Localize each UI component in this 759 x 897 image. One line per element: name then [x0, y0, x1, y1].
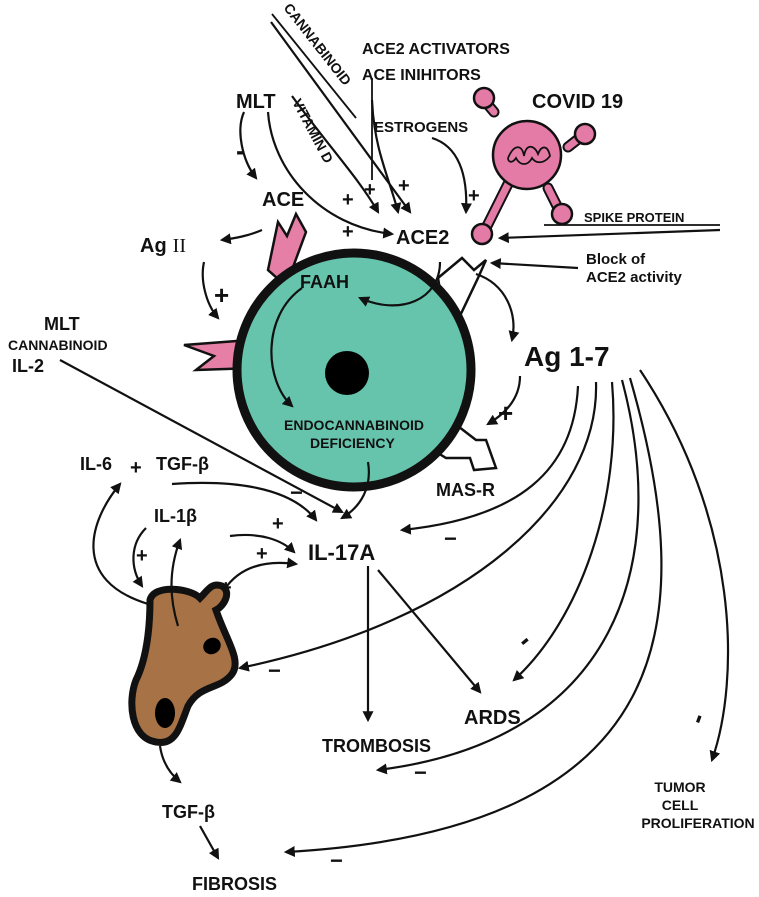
- sign-plus-estrogens: +: [468, 185, 480, 207]
- il17a-to-ards: [378, 570, 480, 692]
- estrogens-to-ace2: [432, 138, 466, 212]
- label-tgfb-top: TGF-β: [156, 454, 209, 474]
- ace-to-ag2: [222, 230, 262, 240]
- block-to-ace2: [492, 263, 578, 268]
- ag17-to-tumor: [640, 370, 728, 760]
- label-il6: IL-6: [80, 454, 112, 474]
- label-mlt-top: MLT: [236, 91, 276, 113]
- sign-plus-activators: +: [364, 179, 376, 201]
- label-ace2: ACE2: [396, 227, 449, 249]
- sign-minus-mlt-ace: -: [236, 135, 245, 166]
- label-cell: CELL: [662, 797, 699, 813]
- sign-plus-il1b-a: +: [272, 513, 284, 535]
- label-deficiency: DEFICIENCY: [310, 435, 395, 451]
- label-il1b: IL-1β: [154, 506, 197, 526]
- tgfb-to-fibrosis: [200, 826, 218, 858]
- macrophage-to-tgfb: [160, 746, 180, 782]
- sign-minus-tumor: -: [681, 709, 713, 728]
- sign-minus-il2: −: [290, 480, 303, 505]
- label-ards: ARDS: [464, 707, 521, 729]
- sign-minus-fibrosis: −: [330, 848, 343, 873]
- label-spike-protein: SPIKE PROTEIN: [584, 210, 684, 225]
- label-fibrosis: FIBROSIS: [192, 874, 277, 894]
- sign-plus-cannabinoid: +: [398, 175, 410, 197]
- label-ace2-activators: ACE2 ACTIVATORS: [362, 41, 510, 58]
- label-cannabinoid-left: CANNABINOID: [8, 337, 108, 353]
- cell-nucleus: [325, 351, 369, 395]
- sign-minus-ag17-il17a: −: [444, 526, 457, 551]
- sign-plus-ag2: +: [214, 280, 229, 310]
- label-mlt-left: MLT: [44, 314, 80, 334]
- label-tgfb-bottom: TGF-β: [162, 802, 215, 822]
- label-tumor: TUMOR: [654, 779, 705, 795]
- label-trombosis: TROMBOSIS: [322, 736, 431, 756]
- sign-plus-macrophage: +: [220, 577, 232, 599]
- macrophage-to-il6: [93, 484, 148, 604]
- sign-plus-mas-r: +: [498, 398, 513, 428]
- macrophage: [132, 585, 235, 743]
- label-block-2: ACE2 activity: [586, 269, 683, 286]
- label-ace: ACE: [262, 189, 304, 211]
- activators-to-ace2: [372, 100, 398, 212]
- spike-to-ace2: [500, 230, 720, 238]
- label-ace-inhibitors: ACE INIHITORS: [362, 67, 481, 84]
- sign-plus-mlt-ace2: +: [342, 221, 354, 243]
- label-mas-r: MAS-R: [436, 480, 495, 500]
- sign-plus-vitamin-d: +: [342, 189, 354, 211]
- label-il17a: IL-17A: [308, 540, 375, 565]
- label-covid: COVID 19: [532, 91, 623, 113]
- label-ag17: Ag 1-7: [524, 341, 610, 372]
- label-il2: IL-2: [12, 356, 44, 376]
- sign-minus-trombosis: −: [414, 760, 427, 785]
- label-estrogens: ESTROGENS: [374, 119, 468, 136]
- label-faah: FAAH: [300, 272, 349, 292]
- label-proliferation: PROLIFERATION: [641, 815, 754, 831]
- label-cannabinoid-top: CANNABINOID: [281, 0, 355, 88]
- sign-plus-il1b-b: +: [256, 543, 268, 565]
- label-endocannabinoid: ENDOCANNABINOID: [284, 417, 424, 433]
- label-vitamin-d: VITAMIN D: [289, 96, 336, 166]
- sign-plus-il1b-loop: +: [136, 545, 148, 567]
- ace2-to-ag17: [476, 274, 514, 340]
- macrophage-nucleus-1: [155, 698, 175, 728]
- sign-minus-macrophage: −: [268, 658, 281, 683]
- sign-minus-ards: -: [510, 625, 537, 655]
- macrophage-to-il17a: [224, 563, 296, 590]
- sign-plus-il6: +: [130, 457, 142, 479]
- label-block-1: Block of: [586, 251, 646, 268]
